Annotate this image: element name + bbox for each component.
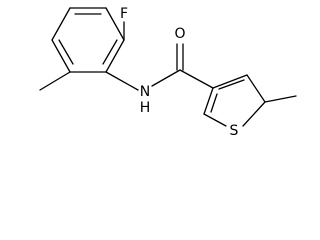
bond-thiophene-c4-c5 [246, 74, 266, 103]
bond-n-carbonyl [151, 69, 181, 87]
bond-thiophene-s-c2 [203, 113, 227, 127]
molecule-structure-diagram: F N H O S [39, 6, 297, 139]
bond-benzene-6 [51, 7, 71, 41]
bond-thiophene-double-1 [218, 79, 245, 90]
benzene-ring [51, 7, 125, 73]
bond-benzene-5 [51, 39, 71, 73]
bond-benzene-double-3 [58, 39, 74, 65]
bond-methyl-benzene [39, 71, 71, 91]
bond-benzene-3 [105, 39, 125, 73]
atom-label-fluorine: F [120, 6, 128, 22]
atom-label-hydrogen: H [140, 100, 151, 116]
bond-carbonyl-thiophene [179, 69, 214, 89]
atom-label-sulfur: S [230, 123, 239, 139]
bond-benzene-double-2 [102, 39, 118, 65]
bond-benzene-2 [105, 7, 125, 41]
bond-thiophene-double-2 [210, 93, 218, 113]
bond-thiophene-c2-c3 [203, 87, 214, 115]
atom-label-oxygen: O [174, 26, 185, 42]
atom-label-nitrogen: N [140, 84, 150, 100]
bond-thiophene-c5-s [242, 101, 266, 127]
bond-methyl-thiophene [264, 95, 297, 103]
thiophene-ring [203, 74, 266, 127]
bond-ring-n [105, 71, 139, 91]
bond-thiophene-c3-c4 [212, 74, 248, 89]
